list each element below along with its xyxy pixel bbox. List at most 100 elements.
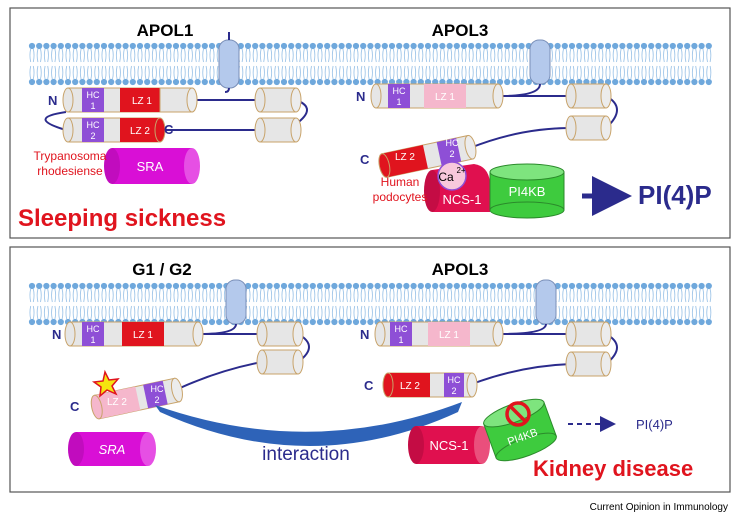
lipid-tail bbox=[216, 288, 219, 303]
lipid-tail bbox=[447, 305, 449, 320]
g1g2-lz1-label: LZ 1 bbox=[133, 330, 153, 341]
lipid-head bbox=[554, 78, 561, 86]
lipid-head bbox=[331, 78, 338, 86]
lipid-tail bbox=[187, 288, 190, 303]
lipid-head bbox=[518, 318, 525, 326]
apol1-c-terminus: C bbox=[164, 122, 174, 137]
lipid-tail bbox=[140, 65, 143, 80]
g1g2-hc2-label: HC bbox=[151, 384, 164, 394]
lipid-tail bbox=[313, 305, 316, 320]
lipid-tail bbox=[652, 48, 654, 63]
lipid-tail bbox=[162, 48, 165, 63]
lipid-tail bbox=[378, 65, 381, 80]
lipid-head bbox=[525, 78, 532, 86]
bottom-panel-frame bbox=[9, 246, 731, 493]
lipid-tail bbox=[382, 65, 384, 80]
lipid-tail bbox=[663, 288, 665, 303]
apol3-top-hc1-num: 1 bbox=[396, 97, 401, 107]
lipid-head bbox=[244, 78, 252, 86]
lipid-head bbox=[172, 78, 180, 86]
lipid-head bbox=[50, 318, 57, 326]
lipid-tail bbox=[166, 65, 168, 80]
lipid-tail bbox=[641, 288, 644, 303]
lipid-head bbox=[208, 78, 216, 86]
lipid-head bbox=[504, 42, 511, 50]
lipid-tail bbox=[594, 48, 597, 63]
lipid-tail bbox=[428, 288, 431, 303]
lipid-tail bbox=[162, 288, 165, 303]
lipid-tail bbox=[655, 48, 658, 63]
lipid-tail bbox=[320, 65, 323, 80]
lipid-tail bbox=[648, 48, 651, 63]
lipid-tail bbox=[140, 305, 143, 320]
lipid-tail bbox=[58, 305, 60, 320]
lipid-head bbox=[136, 78, 144, 86]
lipid-tail bbox=[706, 65, 708, 80]
lipid-tail bbox=[104, 288, 107, 303]
lipid-head bbox=[626, 78, 633, 86]
lipid-tail bbox=[87, 65, 89, 80]
lipid-tail bbox=[428, 305, 431, 320]
lipid-head bbox=[648, 318, 655, 326]
lipid-tail bbox=[87, 305, 89, 320]
apol1-title: APOL1 bbox=[137, 21, 194, 40]
lipid-tail bbox=[126, 48, 129, 63]
lipid-tail bbox=[616, 288, 618, 303]
lipid-tail bbox=[677, 48, 680, 63]
lipid-head bbox=[115, 42, 122, 50]
lipid-head bbox=[482, 282, 489, 290]
apol3-top-hc1-label: HC bbox=[393, 86, 406, 96]
lipid-tail bbox=[133, 305, 136, 320]
lipid-head bbox=[511, 42, 518, 50]
lipid-tail bbox=[450, 48, 453, 63]
lipid-head bbox=[518, 78, 525, 86]
lipid-tail bbox=[634, 48, 636, 63]
lipid-tail bbox=[349, 288, 352, 303]
lipid-head bbox=[108, 282, 115, 290]
lipid-tail bbox=[519, 65, 521, 80]
lipid-head bbox=[266, 282, 273, 290]
lipid-tail bbox=[65, 48, 68, 63]
lipid-tail bbox=[184, 288, 186, 303]
lipid-tail bbox=[267, 305, 269, 320]
lipid-tail bbox=[572, 288, 575, 303]
lipid-head bbox=[705, 318, 712, 326]
lipid-tail bbox=[418, 48, 420, 63]
g1g2-hc1-label: HC bbox=[87, 324, 100, 334]
lipid-head bbox=[172, 282, 180, 290]
lipid-tail bbox=[328, 65, 330, 80]
lipid-head bbox=[662, 42, 669, 50]
lipid-tail bbox=[173, 65, 176, 80]
lipid-tail bbox=[652, 65, 654, 80]
lipid-head bbox=[554, 318, 561, 326]
lipid-tail bbox=[180, 48, 183, 63]
lipid-head bbox=[244, 318, 252, 326]
lipid-head bbox=[352, 282, 360, 290]
lipid-tail bbox=[425, 65, 428, 80]
lipid-tail bbox=[202, 48, 204, 63]
lipid-tail bbox=[310, 48, 312, 63]
lipid-tail bbox=[490, 305, 492, 320]
lipid-tail bbox=[699, 305, 701, 320]
lipid-tail bbox=[335, 48, 337, 63]
lipid-tail bbox=[94, 48, 96, 63]
lipid-tail bbox=[32, 288, 35, 303]
lipid-head bbox=[266, 42, 273, 50]
lipid-tail bbox=[54, 65, 57, 80]
lipid-tail bbox=[677, 65, 680, 80]
lipid-tail bbox=[688, 65, 690, 80]
mutation-star-icon bbox=[91, 369, 120, 398]
lipid-head bbox=[648, 42, 655, 50]
lipid-tail bbox=[112, 288, 114, 303]
lipid-tail bbox=[83, 288, 85, 303]
lipid-tail bbox=[637, 48, 640, 63]
lipid-head bbox=[158, 78, 165, 86]
lipid-head bbox=[360, 282, 367, 290]
lipid-tail bbox=[421, 48, 424, 63]
lipid-tail bbox=[270, 288, 273, 303]
lipid-head bbox=[561, 78, 568, 86]
lipid-tail bbox=[475, 288, 478, 303]
lipid-tail bbox=[382, 48, 384, 63]
lipid-head bbox=[43, 318, 50, 326]
lipid-tail bbox=[90, 65, 93, 80]
